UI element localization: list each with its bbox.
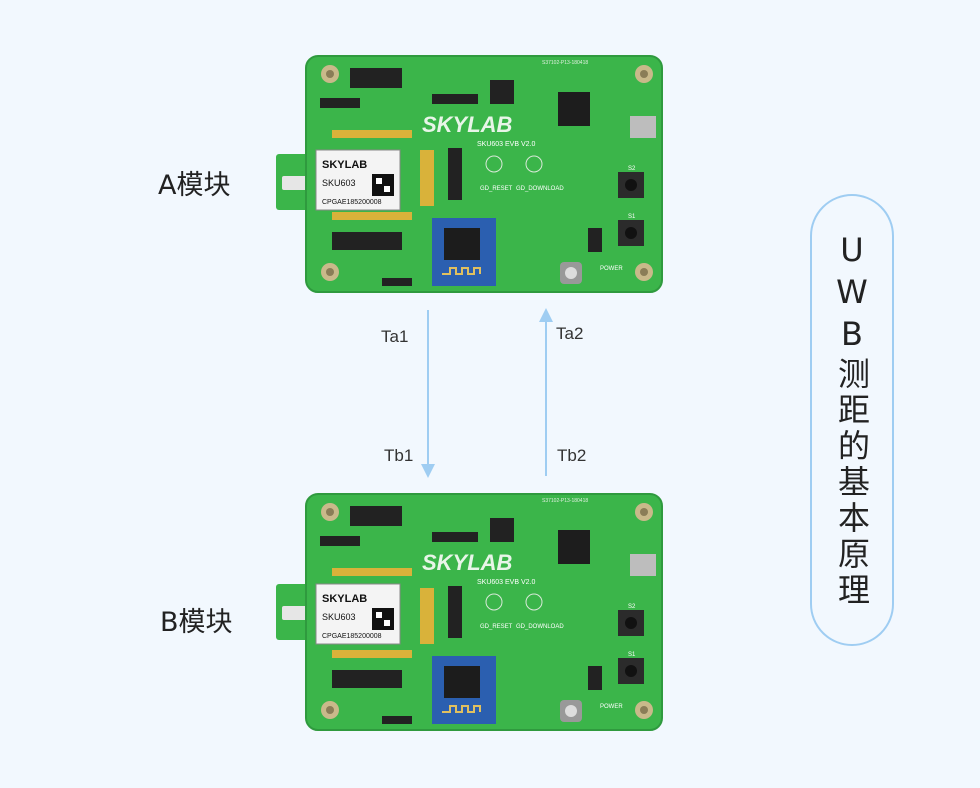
board-b-image: SKYLAB SKU603 CPGAE185200008 SKYLAB SKU6…: [276, 493, 663, 731]
module-a-label: A模块: [158, 170, 231, 201]
pcb-brand: SKYLAB: [422, 112, 513, 137]
label-ta1: Ta1: [381, 327, 409, 346]
board-a-image: SKYLAB SKU603 CPGAE185200008 SKYLAB SKU6…: [276, 55, 663, 293]
arrow-down-head: [421, 464, 435, 478]
arrow-up-head: [539, 308, 553, 322]
module-b-label: B模块: [160, 607, 233, 638]
reset-label: GD_RESET: [480, 624, 513, 630]
pcb-model: SKU603 EVB V2.0: [477, 579, 535, 586]
pcb-code: S37102-P13-180418: [542, 60, 588, 66]
reset-label: GD_RESET: [480, 186, 513, 192]
label-tb1: Tb1: [384, 446, 414, 465]
download-label: GD_DOWNLOAD: [516, 186, 564, 192]
label-ta2: Ta2: [556, 324, 584, 343]
ic-chip: [558, 92, 590, 126]
module-model: SKU603: [322, 178, 356, 188]
usb-port: [630, 554, 656, 576]
pcb-brand: SKYLAB: [422, 550, 513, 575]
module-cert: CPGAE185200008: [322, 199, 382, 206]
power-label: POWER: [600, 704, 623, 710]
s2-label: S2: [628, 166, 636, 172]
module-model: SKU603: [322, 612, 356, 622]
s1-label: S1: [628, 652, 636, 658]
usb-port: [630, 116, 656, 138]
download-label: GD_DOWNLOAD: [516, 624, 564, 630]
s2-label: S2: [628, 604, 636, 610]
power-label: POWER: [600, 266, 623, 272]
module-cert: CPGAE185200008: [322, 633, 382, 640]
title-pill: UWB测距的基本原理: [810, 194, 894, 646]
pcb-code: S37102-P13-180418: [542, 498, 588, 504]
diagram-title: UWB测距的基本原理: [833, 231, 871, 609]
module-brand: SKYLAB: [322, 593, 367, 605]
pcb-model: SKU603 EVB V2.0: [477, 141, 535, 148]
ic-chip: [558, 530, 590, 564]
s1-label: S1: [628, 214, 636, 220]
module-brand: SKYLAB: [322, 159, 367, 171]
label-tb2: Tb2: [557, 446, 587, 465]
